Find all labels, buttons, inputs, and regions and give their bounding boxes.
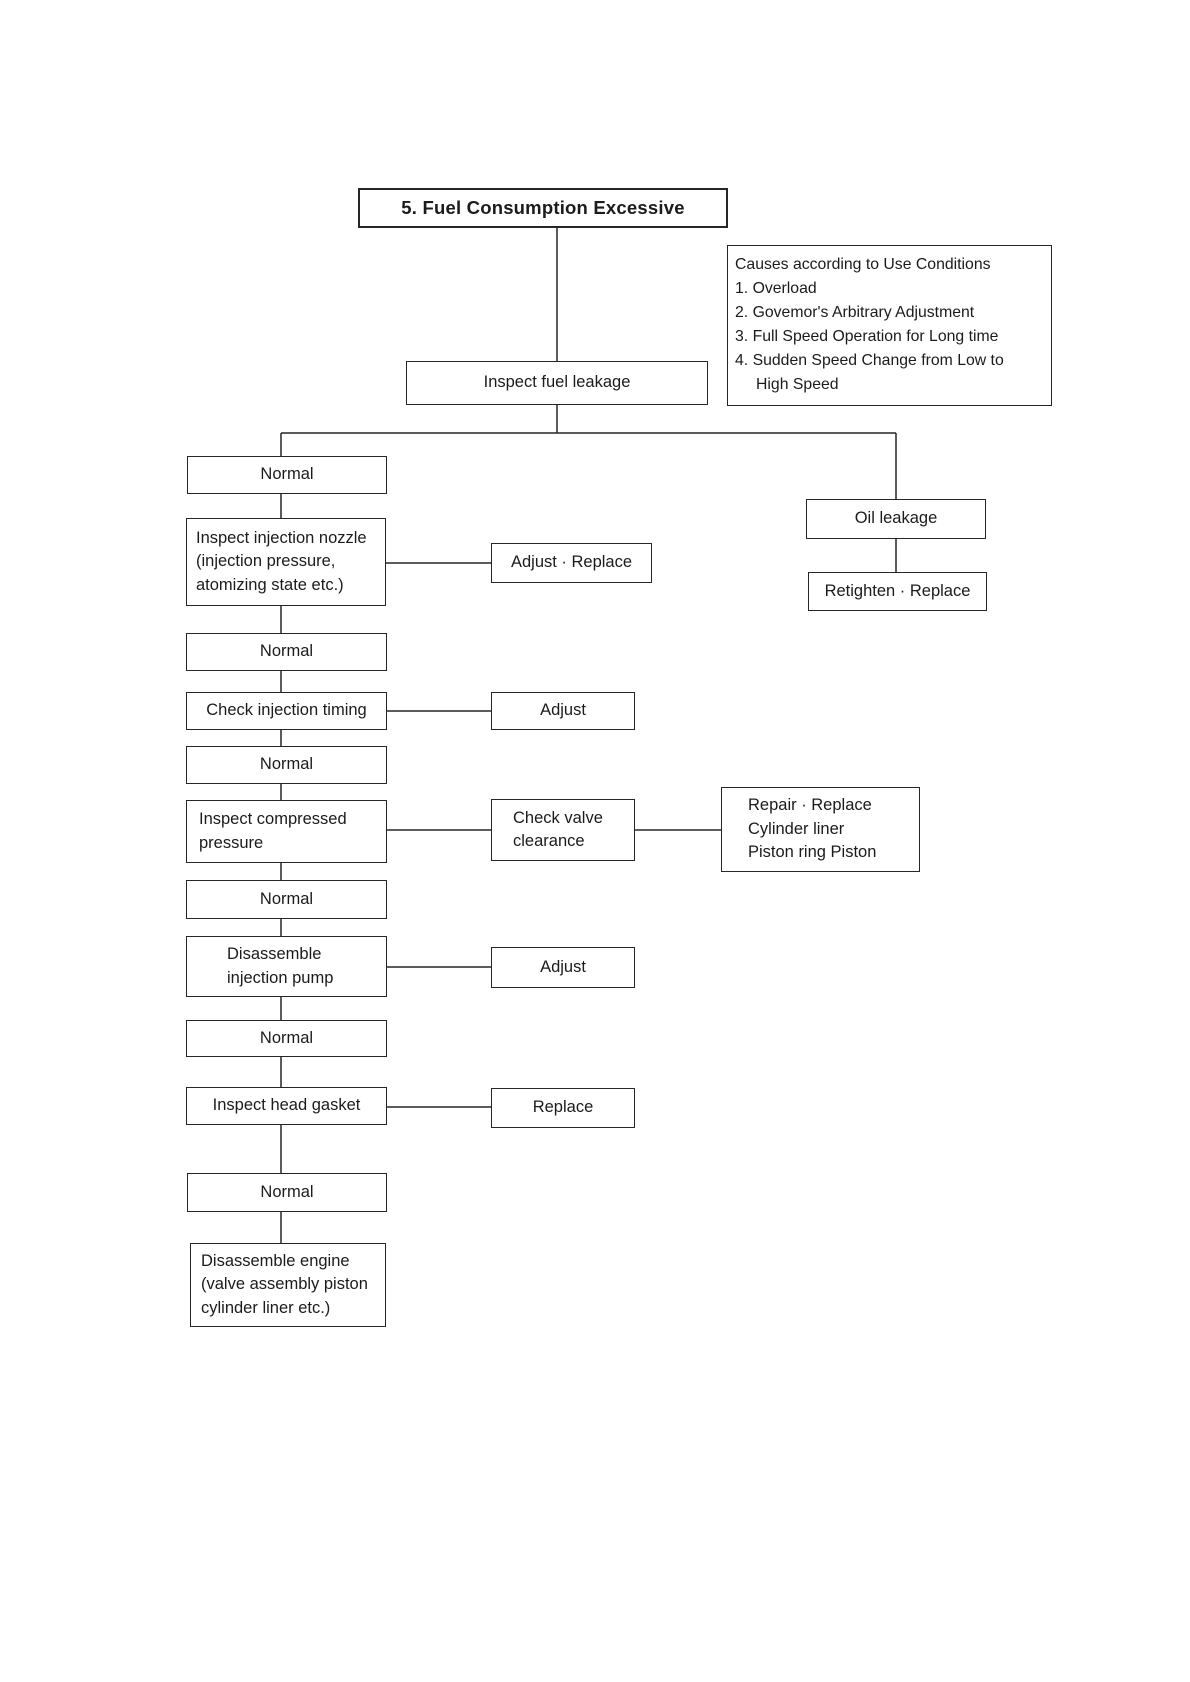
flow-node-adjust-1: Adjust (491, 692, 635, 730)
causes-box: Causes according to Use Conditions 1. Ov… (727, 245, 1052, 406)
flow-node-normal-5: Normal (186, 1020, 387, 1057)
flow-node-check-valve-clearance: Check valve clearance (491, 799, 635, 861)
flow-node-disassemble-engine: Disassemble engine (valve assembly pisto… (190, 1243, 386, 1327)
causes-item: 1. Overload (735, 280, 817, 297)
flow-node-title: 5. Fuel Consumption Excessive (358, 188, 728, 228)
flow-node-normal-2: Normal (186, 633, 387, 671)
flow-node-normal-4: Normal (186, 880, 387, 919)
flow-node-disassemble-injection-pump: Disassemble injection pump (186, 936, 387, 997)
flow-node-inspect-injection-nozzle: Inspect injection nozzle (injection pres… (186, 518, 386, 606)
causes-item: 4. Sudden Speed Change from Low to (735, 352, 1004, 369)
flow-node-normal-1: Normal (187, 456, 387, 494)
flow-node-inspect-compressed-pressure: Inspect compressed pressure (186, 800, 387, 863)
flow-node-oil-leakage: Oil leakage (806, 499, 986, 539)
connector-group (280, 228, 897, 1243)
flow-node-retighten-replace: Retighten · Replace (808, 572, 987, 611)
causes-heading: Causes according to Use Conditions (735, 256, 991, 273)
causes-item-continuation: High Speed (756, 376, 839, 393)
flow-node-normal-6: Normal (187, 1173, 387, 1212)
flow-node-adjust-2: Adjust (491, 947, 635, 988)
flow-node-adjust-replace: Adjust · Replace (491, 543, 652, 583)
flow-node-inspect-head-gasket: Inspect head gasket (186, 1087, 387, 1125)
causes-item: 2. Govemor's Arbitrary Adjustment (735, 304, 975, 321)
flow-node-normal-3: Normal (186, 746, 387, 784)
flow-node-check-injection-timing: Check injection timing (186, 692, 387, 730)
flow-node-repair-replace-cylinder: Repair · Replace Cylinder liner Piston r… (721, 787, 920, 872)
flow-node-replace: Replace (491, 1088, 635, 1128)
causes-item: 3. Full Speed Operation for Long time (735, 328, 999, 345)
flow-node-inspect-fuel-leakage: Inspect fuel leakage (406, 361, 708, 405)
